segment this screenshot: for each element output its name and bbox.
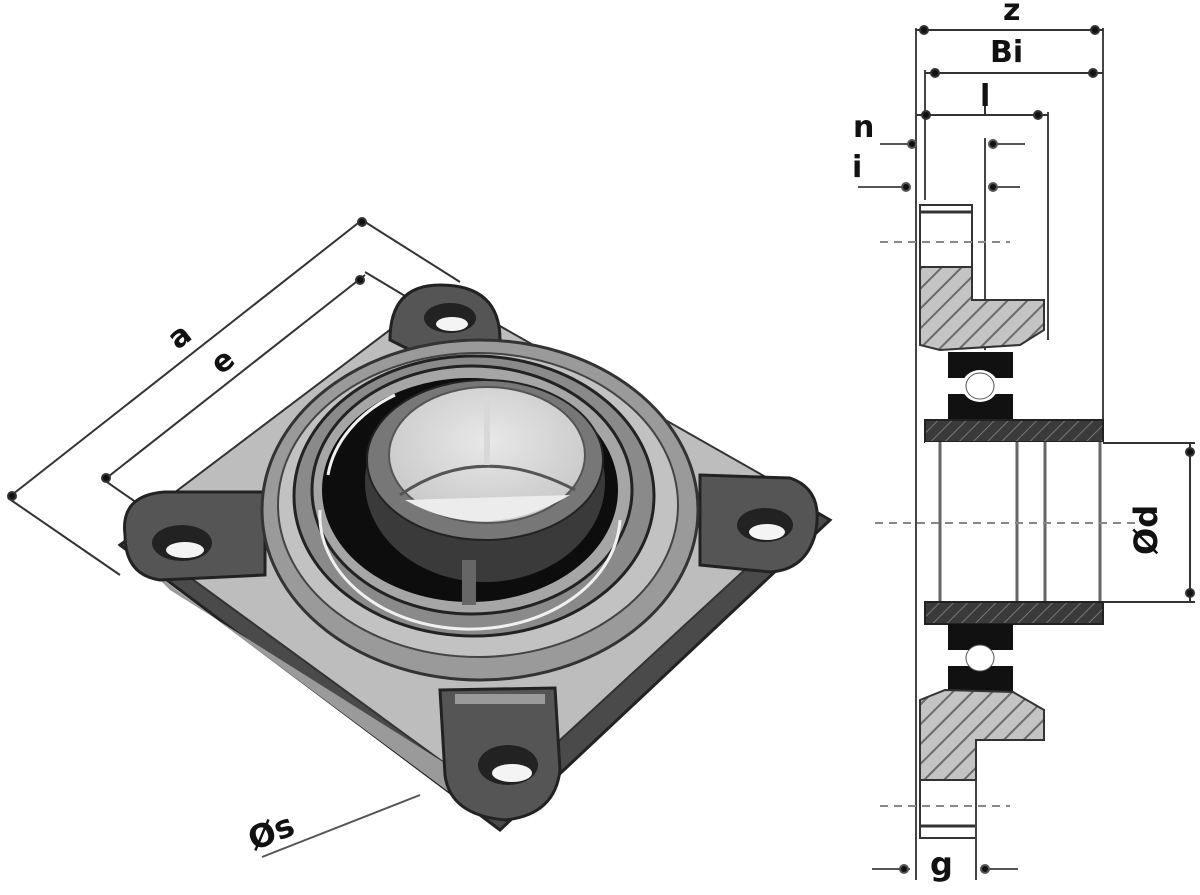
dimension-e: [101, 271, 406, 506]
label-i: i: [852, 150, 863, 185]
dimension-Bi: [925, 68, 1103, 78]
leader-s: [261, 794, 421, 858]
bolt-lug-top: [388, 283, 502, 352]
dimension-l: [916, 85, 1048, 120]
bolt-lug-left: [123, 490, 267, 582]
housing-section-bottom: [919, 688, 1045, 781]
inner-ring-top: [924, 419, 1104, 443]
inner-ring-bottom: [924, 601, 1104, 625]
label-l: l: [980, 79, 991, 114]
label-g: g: [930, 845, 953, 883]
dimension-g: [872, 864, 1018, 874]
isometric-view: [7, 217, 833, 858]
housing-section-top: [919, 266, 1045, 352]
dimension-n: [880, 139, 1025, 149]
dimension-d: [1103, 442, 1195, 603]
dimension-z: [916, 25, 1103, 35]
bolt-lug-bottom: [438, 686, 562, 822]
dimension-a: [7, 217, 461, 576]
label-n: n: [853, 110, 875, 145]
label-z: z: [1003, 0, 1021, 28]
section-view: [858, 25, 1195, 880]
label-Bi: Bi: [990, 35, 1024, 70]
ball-lower: [965, 644, 995, 672]
bolt-lug-right: [698, 473, 819, 574]
label-d: Ød: [1127, 504, 1165, 555]
dimension-i: [858, 182, 1020, 192]
